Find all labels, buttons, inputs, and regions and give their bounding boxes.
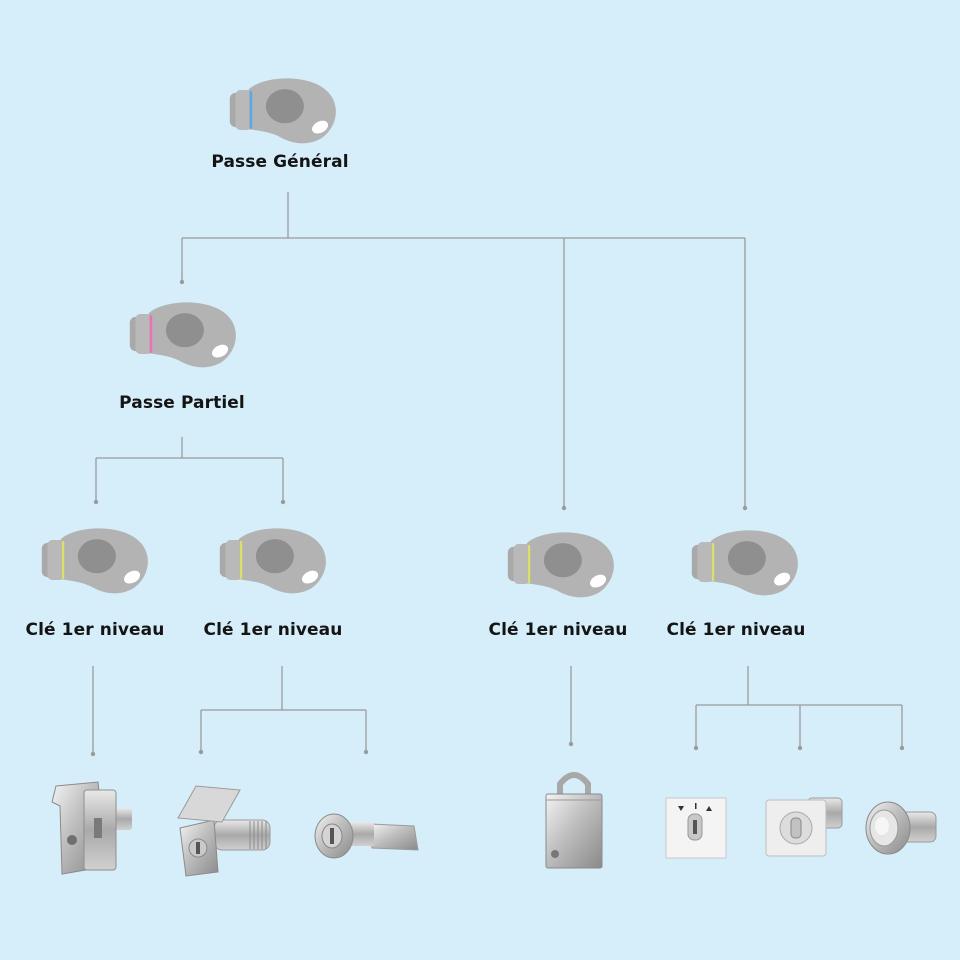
root-key-icon (229, 78, 336, 144)
partial-key-icon (129, 302, 236, 368)
cam-lock-icon (314, 813, 419, 859)
connector-dot (280, 499, 286, 505)
level1-key-icon-4 (691, 530, 798, 596)
connector-dot (198, 749, 204, 755)
square-flange-cylinder-icon (765, 797, 843, 857)
connector-lines (90, 192, 905, 757)
connector-dot (693, 745, 699, 751)
connector-dot (363, 749, 369, 755)
connector-dot (797, 745, 803, 751)
level1-key-icon-3 (507, 532, 614, 598)
connector-dot (90, 751, 96, 757)
connector-dot (899, 745, 905, 751)
key-icons (41, 78, 798, 598)
flap-cylinder-lock-icon (177, 785, 271, 877)
partial-key-label: Passe Partiel (119, 393, 245, 413)
key-switch-plate-icon (665, 797, 727, 859)
level1-key-label-4: Clé 1er niveau (666, 620, 806, 640)
level1-key-icon-2 (219, 528, 326, 594)
lock-products (51, 772, 937, 877)
level1-key-label-1: Clé 1er niveau (25, 620, 165, 640)
root-key-label: Passe Général (211, 152, 349, 172)
level1-key-label-3: Clé 1er niveau (488, 620, 628, 640)
push-button-lock-icon (865, 801, 937, 855)
level1-key-label-2: Clé 1er niveau (203, 620, 343, 640)
connector-dot (568, 741, 574, 747)
level1-key-icon-1 (41, 528, 148, 594)
padlock-icon (545, 772, 603, 869)
connector-dot (561, 505, 567, 511)
connector-dot (179, 279, 185, 285)
connector-dot (742, 505, 748, 511)
t-handle-lock-icon (51, 781, 132, 875)
connector-dot (93, 499, 99, 505)
